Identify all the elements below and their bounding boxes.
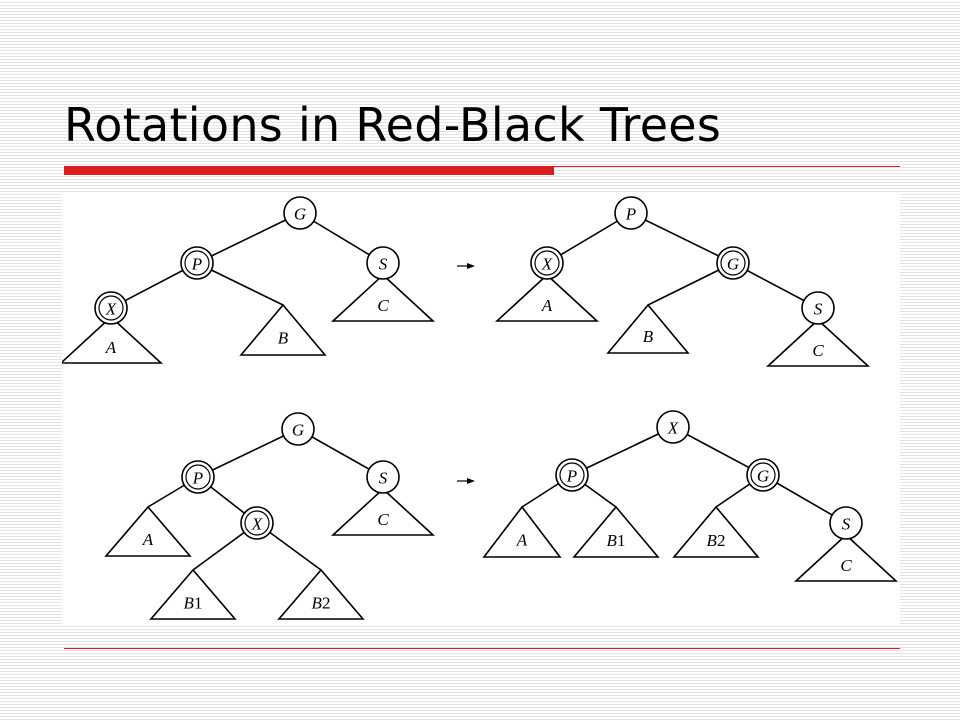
node-label: X: [541, 255, 553, 274]
node-s: S: [801, 291, 835, 325]
node-g: G: [283, 196, 317, 230]
node-label: X: [105, 300, 117, 319]
node-label: S: [379, 255, 388, 274]
node-x: X: [94, 291, 128, 325]
node-label: G: [294, 205, 306, 224]
node-label: P: [625, 205, 636, 224]
node-layer: G P S X P X G S G P S X X P G S: [94, 196, 863, 540]
node-g: G: [716, 246, 750, 280]
subtree-label: C: [812, 341, 824, 360]
node-x: X: [240, 506, 274, 540]
transform-arrow-bottom: [457, 478, 475, 484]
node-p: P: [555, 458, 589, 492]
node-x: X: [656, 410, 690, 444]
node-g: G: [746, 458, 780, 492]
title-underline-thick: [64, 166, 554, 175]
node-label: G: [292, 421, 304, 440]
bottom-rule: [64, 648, 900, 649]
slide-title: Rotations in Red-Black Trees: [64, 98, 722, 152]
subtree-label: B2: [707, 531, 726, 550]
title-underline-thin: [554, 166, 900, 167]
node-label: S: [814, 300, 823, 319]
subtree-label: B1: [607, 531, 626, 550]
subtree-label: A: [541, 296, 553, 315]
subtree-b: B: [606, 303, 690, 354]
subtree-b2: B2: [672, 505, 760, 558]
transform-arrow-top: [457, 263, 475, 269]
subtree-label: C: [840, 556, 852, 575]
subtree-label: A: [105, 338, 117, 357]
subtree-label: C: [377, 296, 389, 315]
node-s: S: [366, 246, 400, 280]
subtree-label: B: [278, 329, 289, 348]
node-p: P: [181, 460, 215, 494]
node-label: S: [842, 515, 851, 534]
subtree-a: A: [494, 273, 600, 322]
node-label: P: [191, 255, 202, 274]
node-label: X: [667, 419, 679, 438]
subtree-b: B: [239, 303, 327, 356]
subtree-b2: B2: [277, 568, 365, 620]
node-label: G: [727, 255, 739, 274]
subtree-a: A: [104, 505, 192, 557]
subtree-a: A: [62, 315, 164, 364]
subtree-label: A: [516, 531, 528, 550]
node-g: G: [281, 412, 315, 446]
subtree-c: C: [765, 318, 871, 367]
subtree-label: B: [643, 327, 654, 346]
subtree-label: B1: [184, 593, 203, 612]
node-p: P: [614, 196, 648, 230]
node-p: P: [180, 246, 214, 280]
subtree-label: A: [142, 530, 154, 549]
node-label: P: [566, 467, 577, 486]
node-s: S: [366, 460, 400, 494]
subtree-label: C: [377, 510, 389, 529]
subtree-a: A: [482, 505, 562, 558]
subtree-c: C: [793, 533, 899, 582]
node-label: P: [192, 469, 203, 488]
node-s: S: [829, 506, 863, 540]
subtree-c: C: [330, 273, 436, 322]
subtree-label: B2: [312, 593, 331, 612]
node-label: X: [251, 515, 263, 534]
subtree-b1: B1: [572, 505, 660, 558]
node-x: X: [530, 246, 564, 280]
subtree-b1: B1: [149, 568, 237, 620]
node-label: S: [379, 469, 388, 488]
node-label: G: [757, 467, 769, 486]
subtree-c: C: [330, 487, 436, 536]
